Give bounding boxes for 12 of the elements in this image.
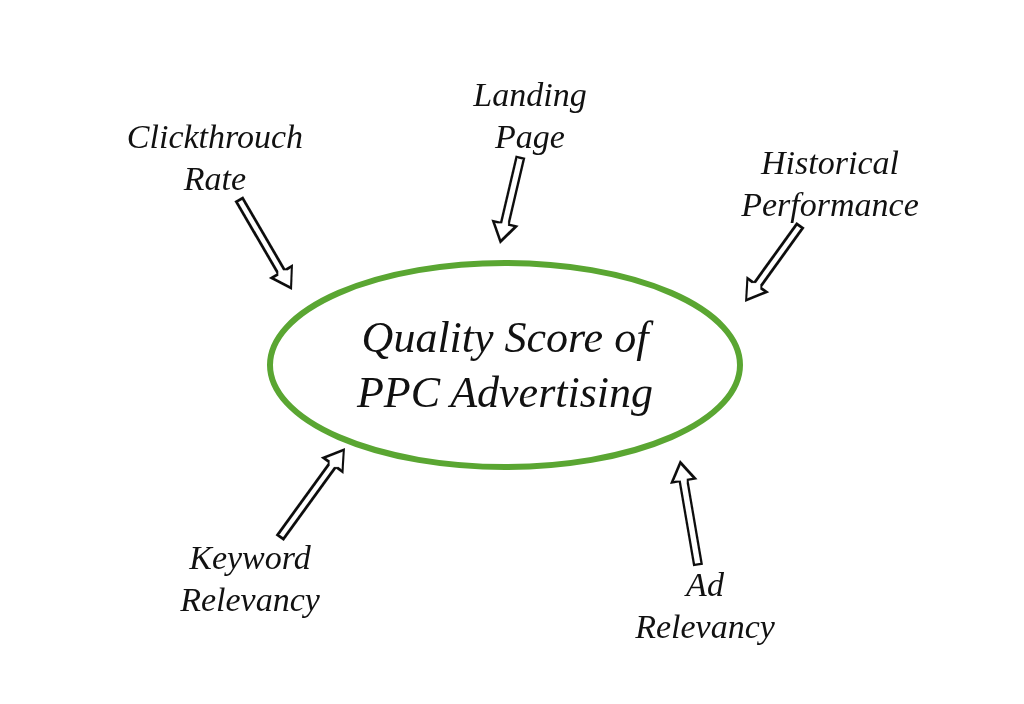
node-label: Keyword Relevancy — [179, 537, 321, 620]
ellipse-node — [265, 258, 745, 472]
node-label: Ad Relevancy — [634, 564, 776, 647]
double-line-arrow — [275, 448, 345, 542]
double-line-arrow — [669, 460, 703, 567]
node-label: Quality Score of PPC Advertising — [355, 312, 655, 419]
double-line-arrow — [234, 196, 293, 290]
node-label: Clickthrouch Rate — [125, 116, 305, 199]
double-line-arrow — [745, 221, 805, 302]
double-line-arrow — [491, 155, 526, 244]
node-label: Landing Page — [472, 74, 588, 157]
node-label: Historical Performance — [740, 142, 920, 225]
